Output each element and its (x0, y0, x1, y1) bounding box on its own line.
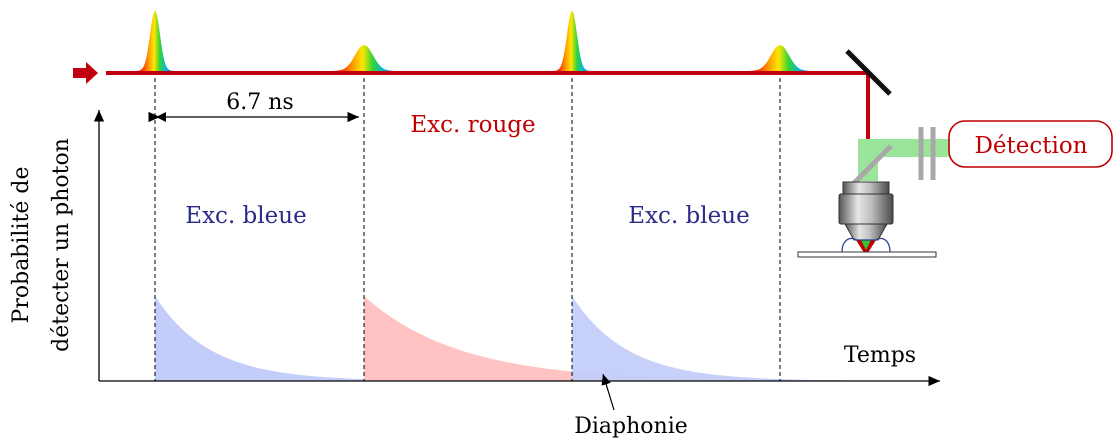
blue-decay-area-1 (155, 296, 780, 381)
crosstalk-label: Diaphonie (574, 414, 688, 439)
timing-lines (154, 78, 781, 381)
delay-arrow-left-head (156, 112, 166, 122)
crosstalk-arrow (601, 373, 615, 411)
pulse-red-1 (328, 45, 400, 71)
y-axis-label-line1: Probabilité de (9, 167, 34, 324)
blue-decay-area-2 (572, 296, 880, 381)
pulse-blue-1 (135, 11, 175, 71)
sample-slide-icon (797, 237, 937, 258)
pulse-blue-2 (552, 11, 592, 71)
red-decay-area (364, 296, 875, 381)
detection-box (948, 120, 1113, 168)
objective-icon (838, 181, 894, 256)
red-excitation-label: Exc. rouge (410, 112, 535, 138)
mirror-icon (845, 49, 892, 96)
pulse-red-2 (744, 45, 816, 71)
detection-path (868, 139, 950, 157)
y-axis-label-line2: détecter un photon (49, 138, 74, 352)
detection-label: Détection (974, 133, 1087, 159)
x-axis-label: Temps (844, 343, 916, 368)
delay-label: 6.7 ns (226, 90, 293, 115)
red-arrow-icon (73, 62, 98, 84)
blue-excitation-label-1: Exc. bleue (185, 203, 306, 229)
blue-excitation-label-2: Exc. bleue (628, 203, 749, 229)
